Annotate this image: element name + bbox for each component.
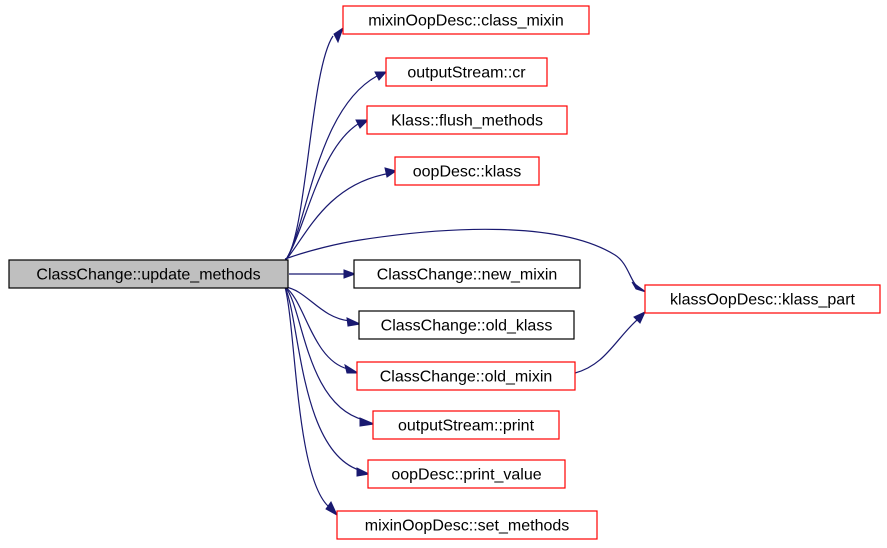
node-box[interactable] bbox=[358, 310, 575, 340]
edge-line bbox=[284, 286, 360, 471]
node-box[interactable] bbox=[353, 259, 581, 289]
arrowhead-icon bbox=[343, 269, 357, 279]
arrowhead-icon bbox=[344, 363, 360, 374]
arrowhead-icon bbox=[346, 317, 362, 327]
arrowhead-icon bbox=[631, 281, 647, 293]
arrowhead-icon bbox=[633, 310, 647, 324]
node-box[interactable] bbox=[8, 259, 289, 289]
node-label: outputStream::cr bbox=[407, 65, 526, 82]
edge-line bbox=[284, 173, 387, 262]
edge-update_methods-to-old_klass bbox=[284, 286, 362, 327]
edge-update_methods-to-new_mixin bbox=[289, 269, 357, 279]
edge-line bbox=[284, 228, 639, 288]
edge-line bbox=[284, 286, 365, 421]
node-label: klassOopDesc::klass_part bbox=[670, 292, 856, 309]
node-box[interactable] bbox=[644, 284, 881, 314]
node-box[interactable] bbox=[366, 105, 568, 135]
node-class-mixin[interactable]: mixinOopDesc::class_mixin bbox=[342, 5, 590, 35]
edge-old_mixin-to-klass_part bbox=[574, 310, 647, 374]
node-box[interactable] bbox=[367, 459, 566, 489]
nodes-layer: ClassChange::update_methodsmixinOopDesc:… bbox=[8, 5, 881, 540]
arrowhead-icon bbox=[384, 167, 398, 178]
edge-update_methods-to-cr bbox=[284, 71, 388, 262]
node-box[interactable] bbox=[356, 361, 576, 391]
edge-line bbox=[284, 286, 349, 370]
edge-line bbox=[284, 286, 351, 322]
arrowhead-icon bbox=[355, 119, 370, 129]
node-update-methods[interactable]: ClassChange::update_methods bbox=[8, 259, 289, 289]
edge-line bbox=[284, 123, 359, 262]
node-label: outputStream::print bbox=[398, 418, 535, 435]
node-label: ClassChange::old_mixin bbox=[380, 369, 553, 386]
edge-update_methods-to-class_mixin bbox=[284, 26, 344, 262]
node-box[interactable] bbox=[372, 410, 560, 440]
node-box[interactable] bbox=[342, 5, 590, 35]
node-cr[interactable]: outputStream::cr bbox=[385, 57, 548, 87]
edges-layer bbox=[284, 26, 647, 517]
node-klass-part[interactable]: klassOopDesc::klass_part bbox=[644, 284, 881, 314]
edge-update_methods-to-print_value bbox=[284, 286, 371, 477]
node-label: ClassChange::old_klass bbox=[381, 318, 553, 335]
edge-update_methods-to-print bbox=[284, 286, 376, 427]
node-box[interactable] bbox=[385, 57, 548, 87]
node-label: ClassChange::update_methods bbox=[36, 267, 260, 284]
node-set-methods[interactable]: mixinOopDesc::set_methods bbox=[336, 510, 598, 540]
node-label: ClassChange::new_mixin bbox=[377, 267, 558, 284]
edge-update_methods-to-klass bbox=[284, 167, 398, 262]
node-box[interactable] bbox=[394, 156, 540, 186]
arrowhead-icon bbox=[374, 71, 388, 81]
edge-update_methods-to-set_methods bbox=[284, 286, 339, 517]
node-label: Klass::flush_methods bbox=[391, 113, 543, 130]
node-label: mixinOopDesc::class_mixin bbox=[368, 13, 564, 30]
node-box[interactable] bbox=[336, 510, 598, 540]
node-label: mixinOopDesc::set_methods bbox=[365, 518, 570, 535]
arrowhead-icon bbox=[333, 26, 344, 44]
edge-line bbox=[574, 319, 638, 374]
edge-update_methods-to-flush_methods bbox=[284, 119, 370, 262]
arrowhead-icon bbox=[325, 501, 339, 517]
node-old-klass[interactable]: ClassChange::old_klass bbox=[358, 310, 575, 340]
arrowhead-icon bbox=[359, 417, 376, 427]
node-label: oopDesc::print_value bbox=[391, 467, 541, 484]
node-flush-methods[interactable]: Klass::flush_methods bbox=[366, 105, 568, 135]
node-old-mixin[interactable]: ClassChange::old_mixin bbox=[356, 361, 576, 391]
node-new-mixin[interactable]: ClassChange::new_mixin bbox=[353, 259, 581, 289]
node-klass[interactable]: oopDesc::klass bbox=[394, 156, 540, 186]
edge-update_methods-to-klass_part bbox=[284, 228, 647, 293]
node-print[interactable]: outputStream::print bbox=[372, 410, 560, 440]
edge-update_methods-to-old_mixin bbox=[284, 286, 360, 374]
node-print-value[interactable]: oopDesc::print_value bbox=[367, 459, 566, 489]
arrowhead-icon bbox=[356, 467, 371, 477]
node-label: oopDesc::klass bbox=[413, 164, 522, 181]
edge-line bbox=[284, 286, 329, 507]
